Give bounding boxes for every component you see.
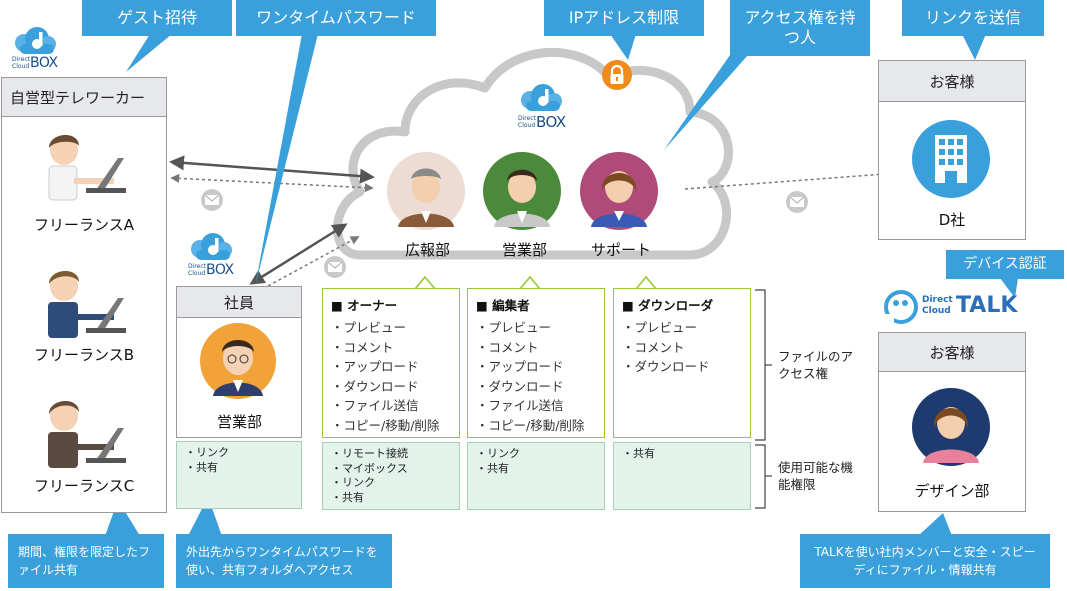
feature-item: ・リンク [185, 446, 229, 459]
employee-panel: 社員 営業部 [176, 286, 302, 438]
envelope-icon [324, 256, 346, 278]
cloud-member-pr: 広報部 [405, 241, 451, 259]
freelancer-a-label: フリーランスA [34, 216, 134, 234]
client-company-panel: お客様 D社 [878, 60, 1026, 240]
directcloud-box-logo: Direct Cloud BOX [8, 26, 66, 74]
cloud-member-support: サポート [591, 241, 652, 259]
building-icon [912, 120, 990, 198]
directcloud-box-logo-employee: Direct Cloud BOX [184, 232, 244, 282]
directcloud-talk-logo: Direct Cloud TALK [884, 290, 1024, 326]
employee-features-box: ・リンク ・共有 [176, 441, 302, 509]
file-access-label: ファイルのアクセス権 [778, 349, 854, 381]
freelancer-a-illustration [48, 134, 126, 201]
freelancer-c-illustration [48, 400, 126, 468]
envelope-icon [201, 189, 223, 211]
callout-send-link: リンクを送信 [902, 0, 1044, 36]
lock-icon [602, 60, 632, 90]
cloud-member-avatars [387, 152, 561, 230]
role-owner-features: ・リモート接続 ・マイボックス ・リンク ・共有 [322, 442, 460, 510]
callout-guest-invite: ゲスト招待 [82, 0, 232, 36]
client-designer-title: お客様 [879, 333, 1025, 372]
role-owner-permissions: ■ オーナー ・プレビュー ・コメント ・アップロード ・ダウンロード ・ファイ… [322, 288, 460, 438]
role-downloader-permissions: ■ ダウンローダ ・プレビュー ・コメント ・ダウンロード [613, 288, 751, 438]
note-remote-otp-access: 外出先からワンタイムパスワードを使い、共有フォルダへアクセス [176, 534, 392, 588]
note-limited-file-sharing: 期間、権限を限定したファイル共有 [8, 534, 164, 588]
support-avatar [580, 152, 658, 230]
designer-avatar [912, 388, 990, 466]
client-designer-label: デザイン部 [914, 482, 990, 500]
role-editor-header: ■ 編集者 [476, 298, 530, 313]
role-editor-features: ・リンク ・共有 [467, 442, 605, 510]
callout-ip-restriction: IPアドレス制限 [544, 0, 704, 36]
note-talk-sharing: TALKを使い社内メンバーと安全・スピーディにファイル・情報共有 [800, 534, 1050, 588]
role-owner-header: ■ オーナー [331, 298, 398, 313]
client-company-label: D社 [938, 211, 966, 229]
envelope-icon [786, 191, 808, 213]
freelancer-c-label: フリーランスC [34, 477, 135, 495]
callout-access-holder: アクセス権を持つ人 [730, 0, 870, 56]
teleworker-panel-title: 自営型テレワーカー [2, 78, 166, 117]
role-downloader-features: ・共有 [613, 442, 751, 510]
teleworker-panel: 自営型テレワーカー フリーランスA フリーランスB フリーランスC [1, 77, 167, 513]
role-downloader-header: ■ ダウンローダ [622, 298, 714, 313]
callout-device-auth: デバイス認証 [946, 250, 1064, 279]
cloud-member-sales: 営業部 [502, 241, 548, 259]
role-editor-permissions: ■ 編集者 ・プレビュー ・コメント ・アップロード ・ダウンロード ・ファイル… [467, 288, 605, 438]
freelancer-b-illustration [48, 270, 126, 338]
available-features-label: 使用可能な機能権限 [778, 460, 854, 492]
client-company-title: お客様 [879, 61, 1025, 102]
freelancer-b-label: フリーランスB [34, 346, 134, 364]
client-designer-panel: お客様 デザイン部 [878, 332, 1026, 512]
employee-avatar [200, 323, 276, 399]
callout-one-time-password: ワンタイムパスワード [236, 0, 436, 36]
directcloud-box-logo-cloud: Direct Cloud BOX [512, 82, 574, 134]
employee-label: 営業部 [217, 413, 263, 431]
feature-item: ・共有 [185, 460, 218, 474]
employee-panel-title: 社員 [177, 287, 301, 318]
